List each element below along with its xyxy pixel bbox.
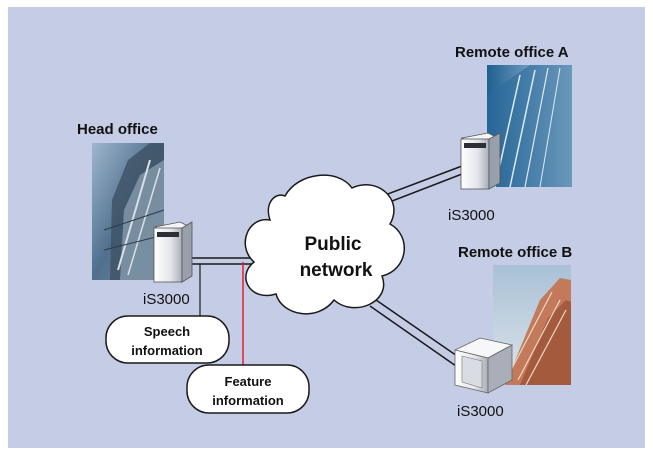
head-office-title: Head office: [77, 121, 158, 138]
head-office-device-label: iS3000: [143, 291, 190, 308]
remote-office-b-building-image: [493, 265, 571, 386]
remote-office-a-cabinet-icon: [460, 132, 502, 190]
remote-office-b-cabinet-icon: [453, 337, 514, 394]
speech-information-callout: Speech information: [105, 315, 230, 364]
remote-office-b-title: Remote office B: [458, 244, 572, 261]
remote-office-a-device-label: iS3000: [448, 207, 495, 224]
cloud-label-line1: Public: [304, 234, 361, 255]
head-office-cabinet-icon: [153, 221, 194, 283]
feature-label-line2: information: [212, 393, 284, 408]
cloud-label-line2: network: [300, 260, 373, 281]
remote-office-a-building-image: [487, 65, 572, 188]
remote-office-b-device-label: iS3000: [457, 403, 504, 420]
feature-information-callout: Feature information: [186, 364, 310, 414]
speech-label-line1: Speech: [144, 324, 190, 339]
head-office-building-image: [92, 143, 165, 280]
feature-label-line1: Feature: [225, 374, 272, 389]
remote-office-a-title: Remote office A: [455, 44, 569, 61]
speech-label-line2: information: [131, 343, 203, 358]
public-network-cloud: Public network: [244, 174, 405, 315]
link-network-to-remote-b: [369, 299, 461, 367]
